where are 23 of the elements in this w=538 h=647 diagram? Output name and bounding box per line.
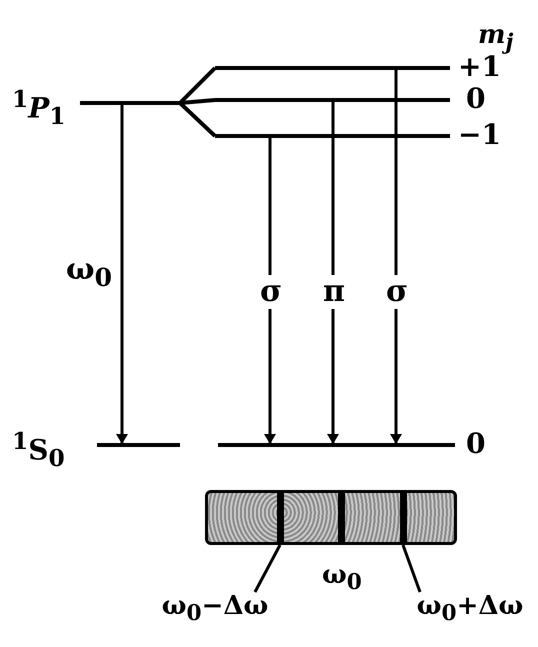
level-label: −1 — [458, 121, 501, 149]
splitting-line — [178, 102, 216, 138]
transition-arrow — [390, 70, 402, 444]
level-label: 0 — [466, 85, 486, 113]
quantum-number-label: m$_{j}$ — [478, 22, 514, 54]
leader-line — [254, 544, 282, 593]
edge-label: σ — [260, 275, 282, 309]
frequency-label: ω$_{0}$+Δω — [405, 590, 535, 622]
level-label: 0 — [466, 430, 486, 458]
transition-arrow — [116, 105, 128, 444]
leader-line — [402, 544, 422, 593]
frequency-label: ω$_{0}$ — [322, 562, 362, 594]
level-label: $^{1}$P$_{1}$ — [12, 88, 66, 128]
frequency-label: ω$_{0}$−Δω — [150, 590, 280, 622]
edge-label: ω$_{0}$ — [66, 255, 112, 290]
transition-arrow — [327, 102, 339, 444]
splitting-line — [180, 98, 216, 105]
level-label: $^{1}$S$_{0}$ — [12, 430, 65, 470]
photographic-plate — [205, 490, 457, 545]
level-label: +1 — [458, 53, 501, 81]
edge-label: σ — [386, 275, 408, 309]
transition-arrow — [264, 138, 276, 444]
edge-label: π — [323, 275, 345, 309]
